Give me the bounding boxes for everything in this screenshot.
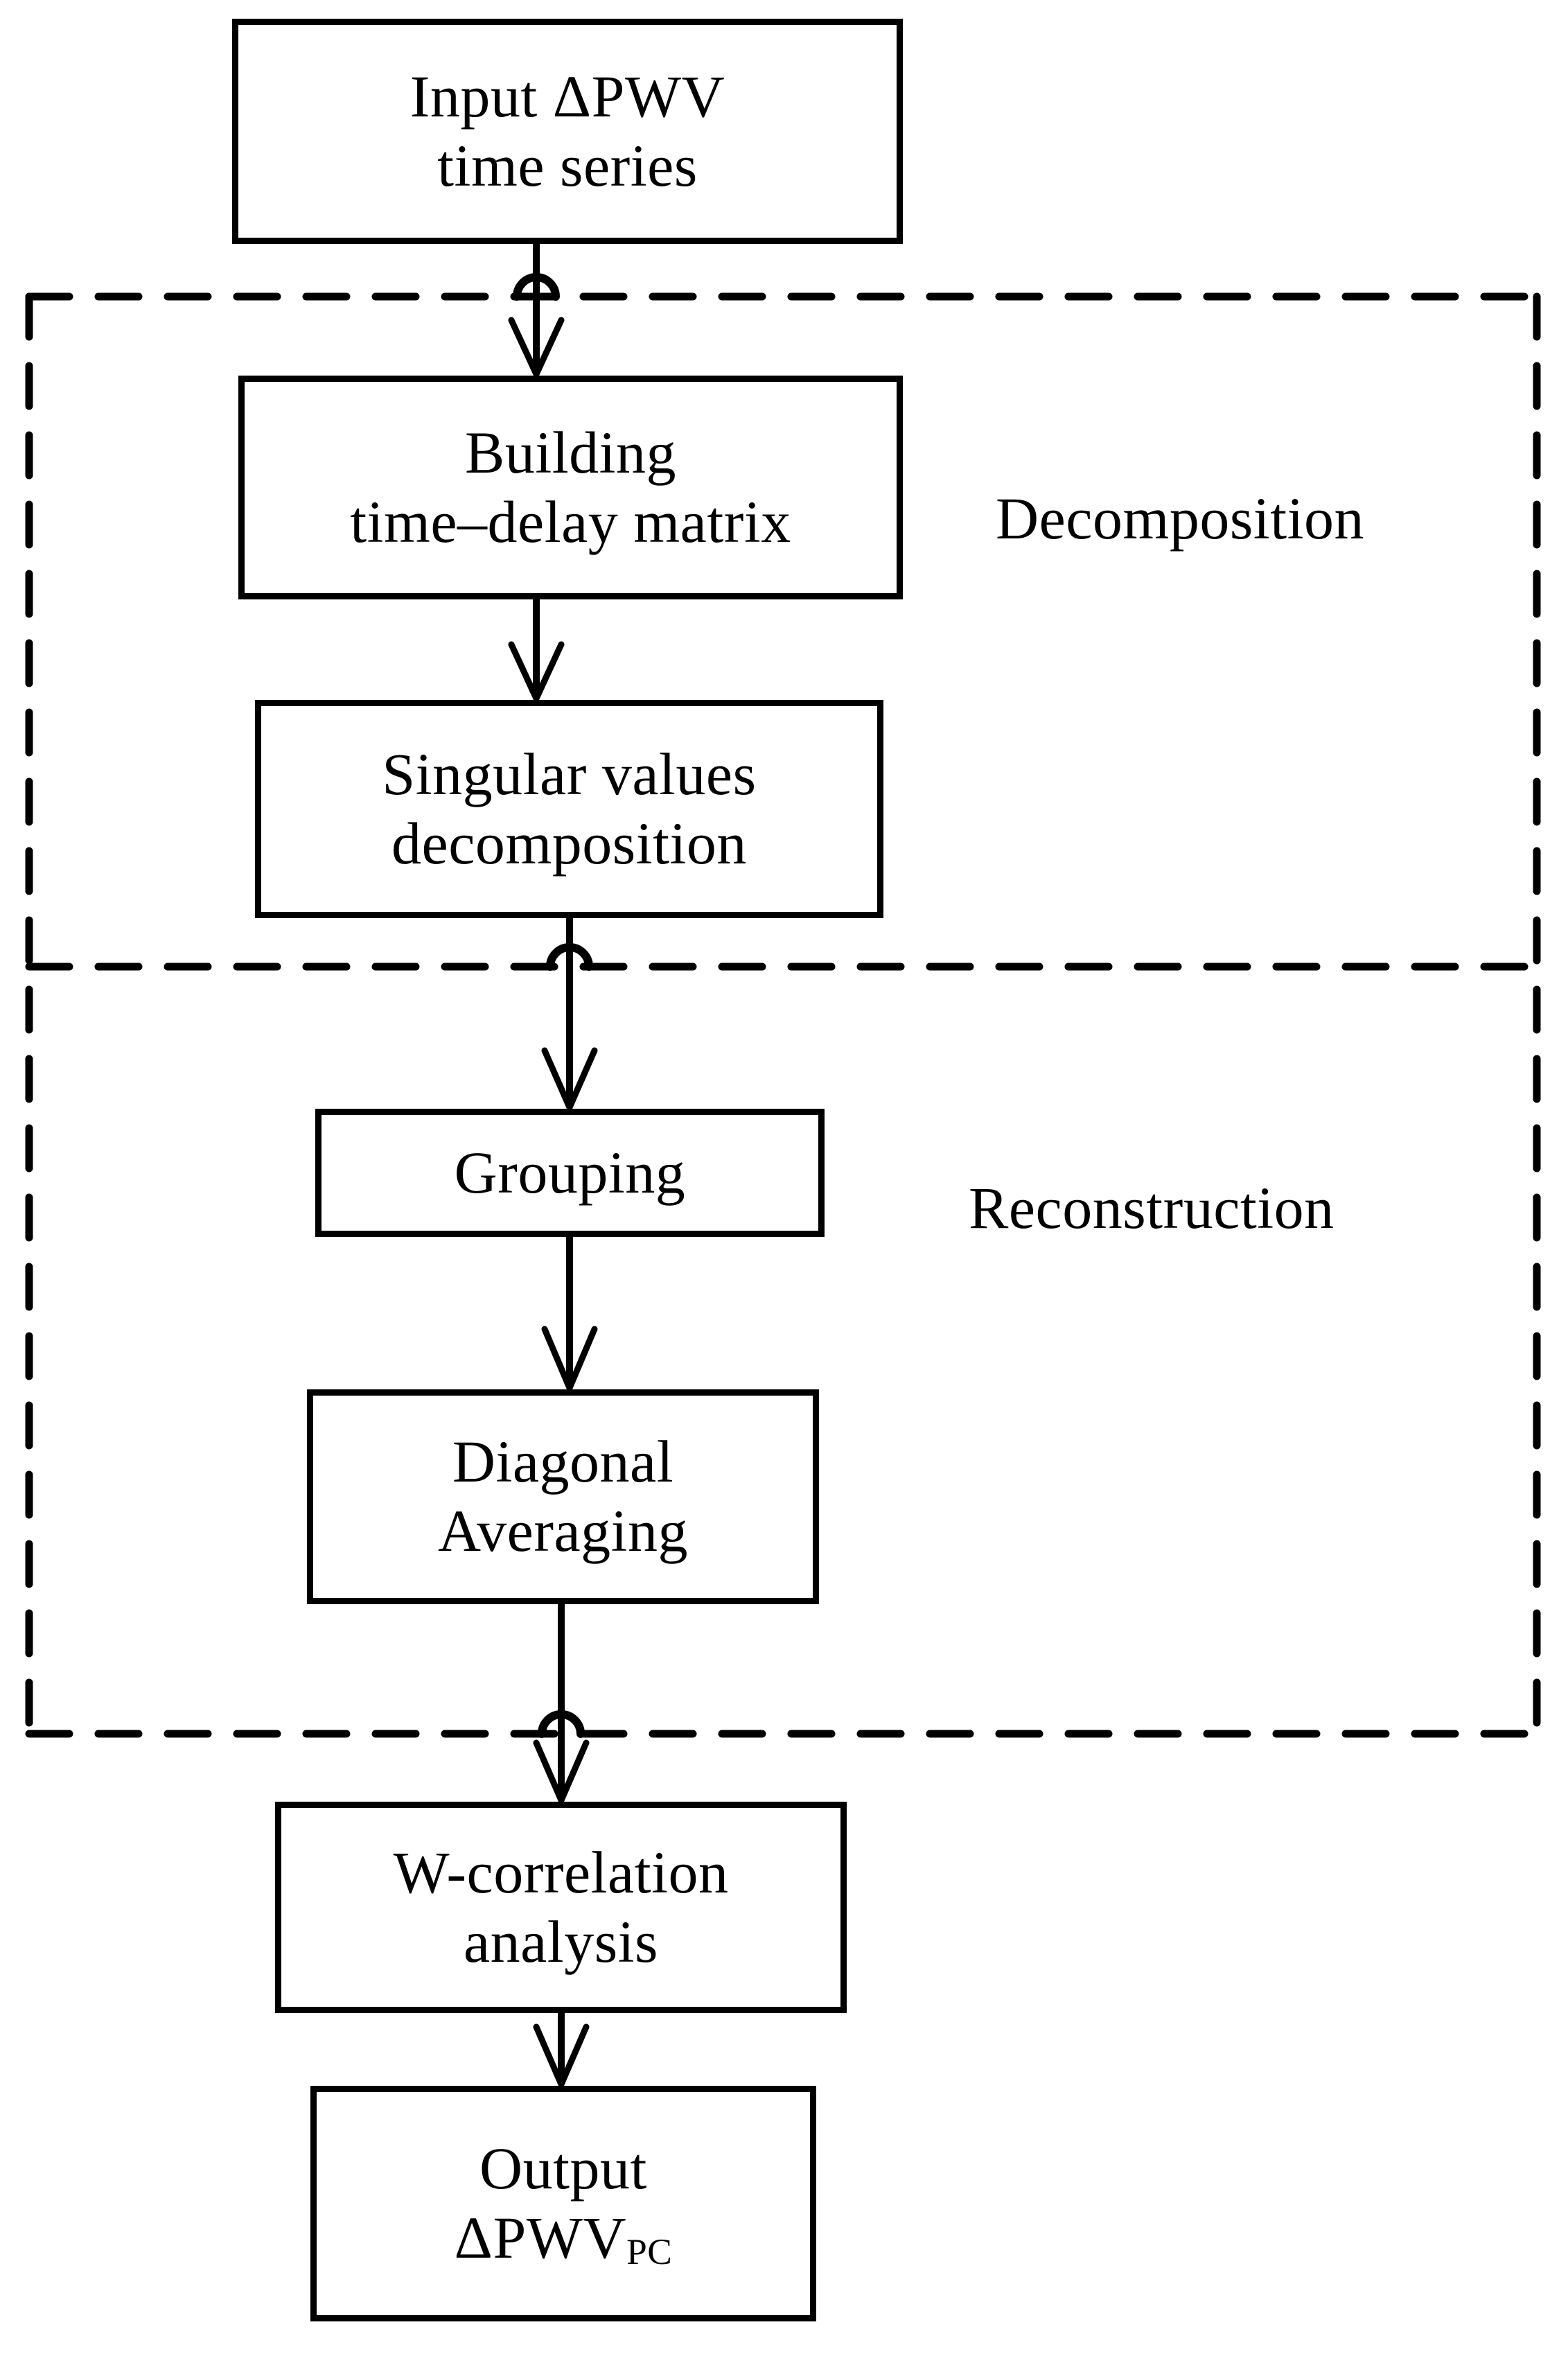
node-wcorrelation-line-2: analysis — [463, 1908, 659, 1975]
connector-grouping-to-diagonal-averaging — [541, 1237, 598, 1396]
node-input-pwv-time-series[interactable]: Input ΔPWV time series — [232, 19, 903, 244]
node-svd-line-2: decomposition — [391, 809, 747, 877]
connector-diagonal-averaging-to-wcorrelation — [533, 1604, 590, 1809]
node-grouping[interactable]: Grouping — [315, 1109, 825, 1237]
node-grouping-line-1: Grouping — [454, 1139, 686, 1206]
node-singular-values-decomposition[interactable]: Singular values decomposition — [255, 700, 883, 918]
node-input-line-2: time series — [437, 132, 698, 199]
node-input-line-1: Input ΔPWV — [409, 62, 725, 130]
node-diagonal-averaging-line-2: Averaging — [437, 1497, 689, 1564]
node-output-line-2-base: ΔPWV — [454, 2204, 627, 2271]
node-output-line-2-subscript: PC — [626, 2230, 673, 2272]
node-w-correlation-analysis[interactable]: W-correlation analysis — [275, 1802, 847, 2013]
connector-wcorrelation-to-output — [533, 2013, 590, 2093]
connector-input-to-time-delay — [508, 244, 565, 382]
node-diagonal-averaging-line-1: Diagonal — [452, 1428, 674, 1495]
node-output-pwv-pc[interactable]: Output ΔPWVPC — [310, 2086, 816, 2321]
dashed-group-border — [25, 292, 1541, 1738]
node-wcorrelation-line-1: W-correlation — [393, 1838, 729, 1906]
node-time-delay-line-1: Building — [464, 419, 677, 486]
group-label-reconstruction: Reconstruction — [969, 1175, 1334, 1241]
node-output-line-1: Output — [479, 2135, 647, 2202]
node-building-time-delay-matrix[interactable]: Building time–delay matrix — [238, 376, 903, 599]
connector-time-delay-to-svd — [508, 599, 565, 706]
node-output-line-2: ΔPWVPC — [455, 2204, 673, 2273]
node-time-delay-line-2: time–delay matrix — [350, 488, 791, 555]
node-diagonal-averaging[interactable]: Diagonal Averaging — [307, 1389, 819, 1604]
node-svd-line-1: Singular values — [382, 740, 757, 807]
group-label-decomposition: Decomposition — [996, 485, 1364, 552]
connector-svd-to-grouping — [541, 918, 598, 1116]
